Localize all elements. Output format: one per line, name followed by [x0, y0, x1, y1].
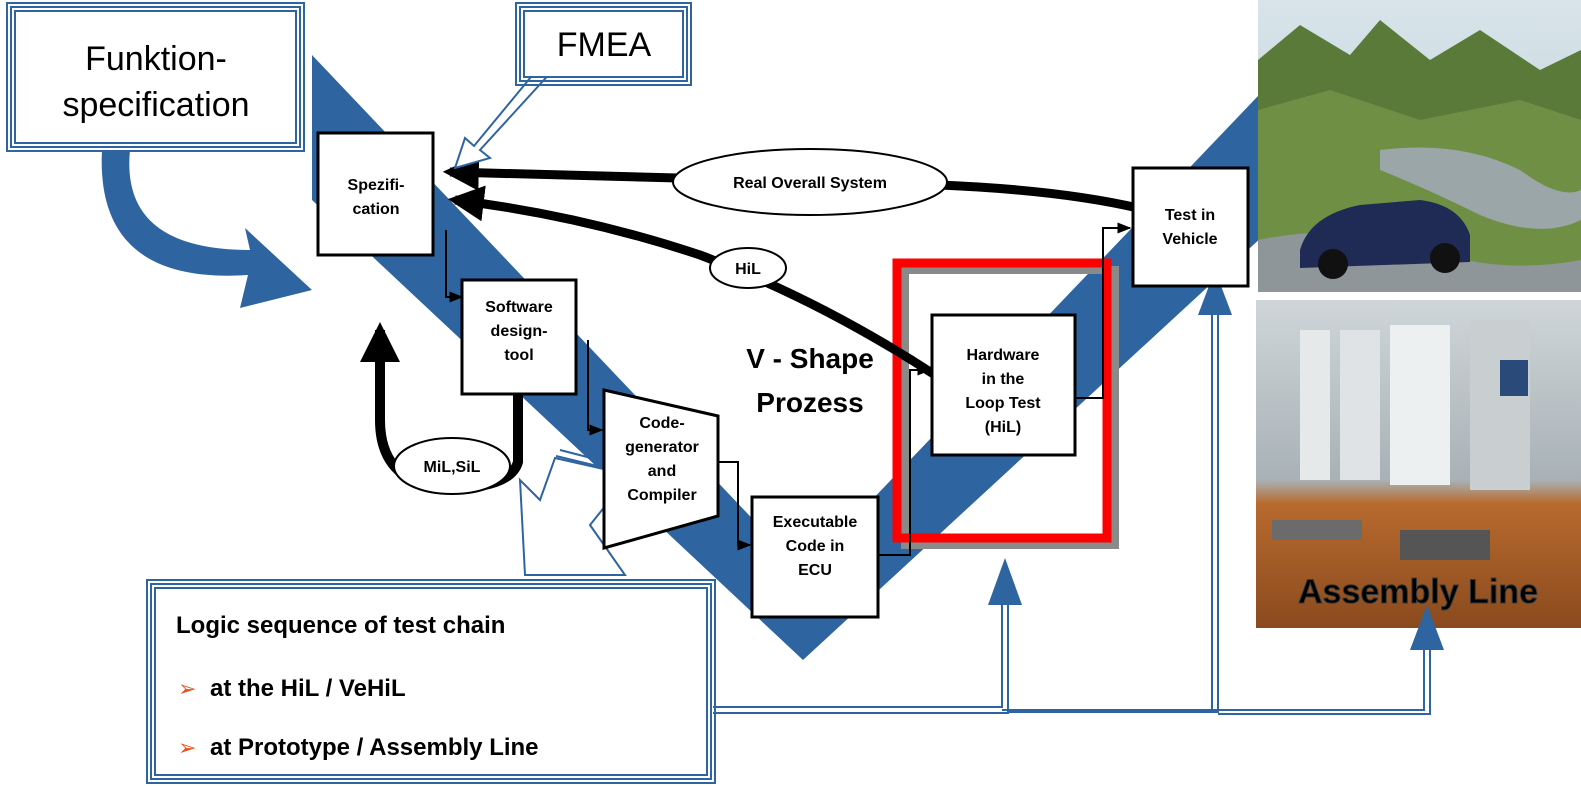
codegen-to-exe-arrow: [718, 461, 752, 551]
codegen-box-line4: Compiler: [627, 487, 696, 504]
spec-box-line2: cation: [352, 201, 399, 218]
real-system-label: Real Overall System: [733, 175, 887, 192]
legend-title: Logic sequence of test chain: [176, 612, 505, 639]
hil-box-line4: (HiL): [985, 419, 1021, 436]
hil-to-vehicle-arrow: [1075, 222, 1132, 399]
function-spec-line1: Funktion-: [85, 40, 227, 78]
hil-box-line3: Loop Test: [965, 395, 1041, 412]
executable-box: [750, 495, 880, 619]
fmea-callout: [515, 2, 692, 86]
software-box-line1: Software: [485, 299, 553, 316]
hil-box-line2: in the: [982, 371, 1025, 388]
spec-box: [316, 131, 435, 257]
legend-item-2: at Prototype / Assembly Line: [210, 734, 539, 761]
software-design-box: [460, 278, 578, 396]
fmea-label: FMEA: [557, 26, 652, 64]
assembly-line-label: Assembly Line: [1298, 573, 1538, 611]
legend-box: [146, 579, 716, 784]
hil-oval: [709, 247, 787, 289]
executable-box-line2: Code in: [786, 538, 845, 555]
legend-bullet-2: ➢: [178, 736, 196, 761]
hil-test-box: [930, 313, 1077, 457]
v-shape-title-line1: V - Shape: [746, 343, 874, 374]
hil-up-arrowhead: [988, 558, 1022, 605]
hil-frame: [892, 258, 1112, 543]
legend-bullet-1: ➢: [178, 677, 196, 702]
real-system-feedback-arrow: [442, 154, 1140, 213]
v-shape-title-line2: Prozess: [756, 387, 863, 418]
hil-oval-label: HiL: [735, 261, 761, 278]
executable-box-line1: Executable: [773, 514, 858, 531]
executable-box-line3: ECU: [798, 562, 832, 579]
mil-sil-label: MiL,SiL: [424, 459, 481, 476]
software-to-codegen-arrow: [587, 340, 604, 436]
assembly-up-arrowhead: [1410, 605, 1444, 650]
codegen-box-line1: Code-: [639, 415, 684, 432]
hil-feedback-arrow: [447, 185, 938, 379]
codegen-box: [602, 388, 720, 550]
hil-box-line1: Hardware: [967, 347, 1040, 364]
spec-box-line1: Spezifi-: [348, 177, 405, 194]
software-box-line2: design-: [491, 323, 548, 340]
function-spec-line2: specification: [62, 86, 249, 124]
vehicle-box-line1: Test in: [1165, 207, 1215, 224]
assembly-line-photo: Assembly Line: [1256, 300, 1581, 628]
mil-sil-oval: [393, 437, 511, 495]
legend-connector-arrows: [713, 285, 1431, 715]
vehicle-box-line2: Vehicle: [1162, 231, 1217, 248]
legend-item-1: at the HiL / VeHiL: [210, 675, 406, 702]
fmea-arrow: [453, 60, 555, 170]
spec-feed-arrow: [101, 150, 312, 308]
spec-to-software-arrow: [445, 230, 464, 303]
vehicle-test-box: [1131, 166, 1250, 288]
vehicle-photo: [1258, 0, 1581, 292]
real-system-oval: [672, 148, 948, 216]
codegen-box-line3: and: [648, 463, 676, 480]
exe-to-hil-arrow: [878, 364, 932, 556]
function-spec-callout: [6, 2, 305, 152]
vehicle-up-arrowhead: [1198, 270, 1232, 315]
hil-frame-shadow: [901, 266, 1119, 549]
software-box-line3: tool: [504, 347, 533, 364]
codegen-box-line2: generator: [625, 439, 699, 456]
